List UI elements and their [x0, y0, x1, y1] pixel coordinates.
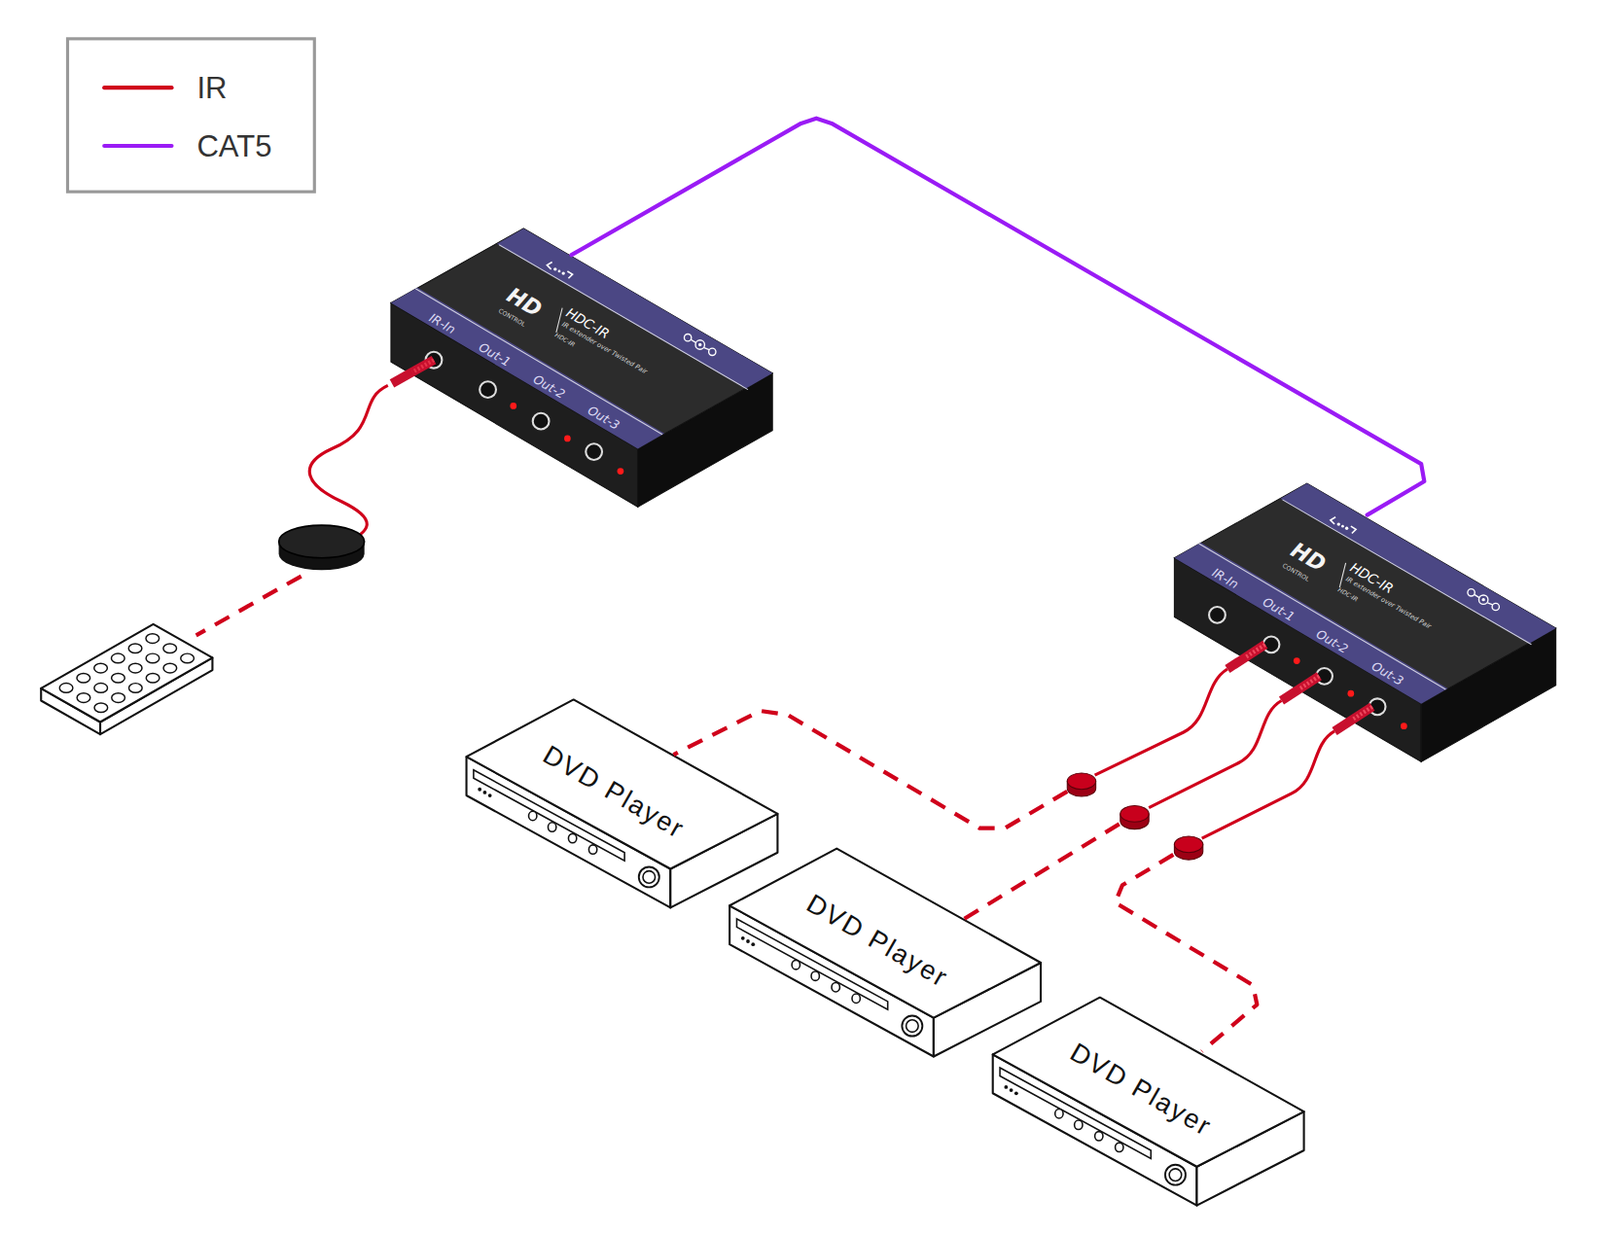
device-label: DVD Player: [802, 889, 953, 993]
remote-button: [111, 693, 126, 704]
ir-cable: [1115, 707, 1373, 1052]
remote-button: [76, 693, 91, 704]
dvd-player: [993, 997, 1305, 1207]
dvd-player: DVD Player: [993, 997, 1305, 1207]
remote-button: [180, 653, 195, 664]
ir-emitter: [1066, 773, 1096, 790]
remote-button: [145, 634, 160, 644]
remote-control: [40, 624, 213, 735]
remote-button: [94, 703, 108, 713]
ir-emitter: [1120, 806, 1149, 823]
remote-button: [128, 643, 143, 654]
ir-plug: [1300, 675, 1319, 689]
device-label: DVD Player: [1066, 1038, 1216, 1141]
cat5-line: [571, 118, 1425, 516]
ir-receiver-cable: [196, 359, 434, 636]
port-label: Out-3: [585, 404, 622, 433]
ir-plug: [1352, 707, 1372, 720]
ir-plug: [1334, 707, 1373, 732]
remote-button: [145, 673, 160, 683]
port-label: IR-In: [426, 312, 458, 337]
remote-button: [76, 673, 91, 683]
remote-button: [163, 643, 178, 654]
ir-beam: [963, 823, 1119, 920]
remote-button: [59, 683, 73, 694]
ir-plug: [1245, 644, 1265, 658]
remote-button: [111, 673, 126, 683]
legend-text: IR: [196, 72, 227, 104]
port-label: Out-3: [1369, 659, 1406, 688]
remote-button: [94, 663, 108, 674]
legend-frame: [67, 38, 315, 192]
dvd-player: [729, 849, 1041, 1058]
port-label: Out-2: [1314, 628, 1351, 657]
extender-unit: [391, 228, 773, 507]
remote-button: [128, 663, 143, 674]
remote-button: [110, 653, 125, 664]
dvd-player: [466, 699, 779, 908]
extender-unit: [1173, 483, 1556, 762]
extender-unit: HDCONTROLHDC-IRIR extender over Twisted …: [1174, 483, 1557, 762]
ir-beam: [673, 711, 1067, 829]
port-label: Out-2: [531, 373, 568, 402]
remote-button: [129, 683, 143, 694]
ir-wire: [1095, 669, 1228, 776]
dvd-player: DVD Player: [465, 700, 778, 909]
ir-cable: [673, 644, 1265, 829]
legend-text: CAT5: [196, 131, 272, 162]
port-label: Out-1: [1260, 596, 1297, 625]
ir-wire: [1202, 731, 1335, 839]
port-label: Out-1: [476, 341, 513, 370]
remote-button: [145, 653, 160, 664]
ir-plug: [1227, 644, 1266, 670]
ir-plug: [1281, 675, 1320, 701]
remote-button: [163, 663, 178, 674]
dvd-player: DVD Player: [729, 849, 1041, 1058]
cat5-cable: [571, 118, 1425, 516]
unit-label: HDC-IR: [1337, 587, 1360, 605]
ir-emitter: [1173, 836, 1203, 854]
ir-wire: [1148, 700, 1281, 808]
extender-unit: HDCONTROLHDC-IRIR extender over Twisted …: [391, 228, 773, 507]
legend-sample: [104, 85, 172, 90]
remote-button: [94, 683, 108, 694]
device-label: DVD Player: [538, 741, 689, 844]
ir-cable: [963, 675, 1319, 920]
legend-sample: [104, 143, 172, 148]
unit-label: HDC-IR: [553, 332, 576, 350]
ir-beam: [1115, 854, 1258, 1052]
port-label: IR-In: [1209, 567, 1241, 592]
